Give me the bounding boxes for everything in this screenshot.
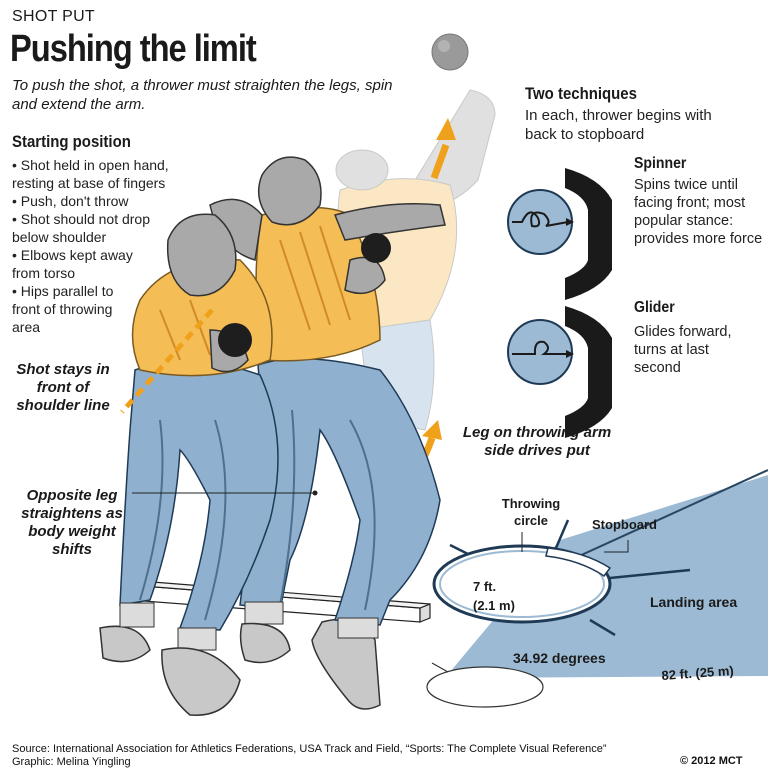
diameter-ft: 7 ft. [473,579,497,594]
throwing-circle-label: Throwing circle [501,496,561,528]
glider-description: Glides forward, turns at last second [634,324,732,376]
bullet-elbows: • Elbows kept away from torso [12,247,133,281]
landing-area-label: Landing area [650,594,738,610]
techniques-heading: Two techniques [525,84,637,103]
stopboard-graphic [545,547,612,578]
starting-position-heading: Starting position [12,132,131,151]
opposite-leg-callout: Opposite leg straightens as body weight … [21,487,123,558]
athlete-rear [239,156,446,710]
spinner-heading: Spinner [634,155,687,172]
upward-arrow-top [430,118,456,180]
source-credit: Source: International Association for At… [12,743,607,755]
kicker: SHOT PUT [12,8,96,25]
athlete-front [99,198,279,716]
page-title: Pushing the limit [10,28,257,70]
bullet-hips: • Hips parallel to front of throwing are… [12,283,114,335]
glider-heading: Glider [634,299,675,316]
bullet-push: • Push, don't throw [12,193,129,209]
shot-held-rear [361,233,391,263]
angle-label: 34.92 degrees [513,650,606,666]
shoulder-line-dashed [120,308,214,414]
faint-circle-tick [431,662,449,673]
bullet-shot-held: • Shot held in open hand, resting at bas… [12,157,169,191]
glider-diagram [507,306,612,438]
diameter-m: (2.1 m) [473,598,515,613]
starting-position-list: • Shot held in open hand, resting at bas… [12,156,202,336]
spinner-diagram [507,168,612,300]
faint-circle [426,666,544,708]
leg-drives-callout: Leg on throwing arm side drives put [462,424,612,459]
bullet-shot-drop: • Shot should not drop below shoulder [12,211,150,245]
shot-in-air [431,33,469,71]
stopboard-label: Stopboard [592,517,657,532]
techniques-intro: In each, thrower begins with back to sto… [525,107,712,143]
spinner-description: Spins twice until facing front; most pop… [634,177,763,247]
throwing-circle-graphic [432,519,691,637]
intro-text: To push the shot, a thrower must straigh… [12,77,393,113]
graphic-credit: Graphic: Melina Yingling [12,756,131,768]
stopboard-pointer [604,540,629,553]
shoulder-line-callout: Shot stays in front of shoulder line [16,361,110,414]
shot-held-front [218,323,252,357]
copyright: © 2012 MCT [680,755,743,767]
